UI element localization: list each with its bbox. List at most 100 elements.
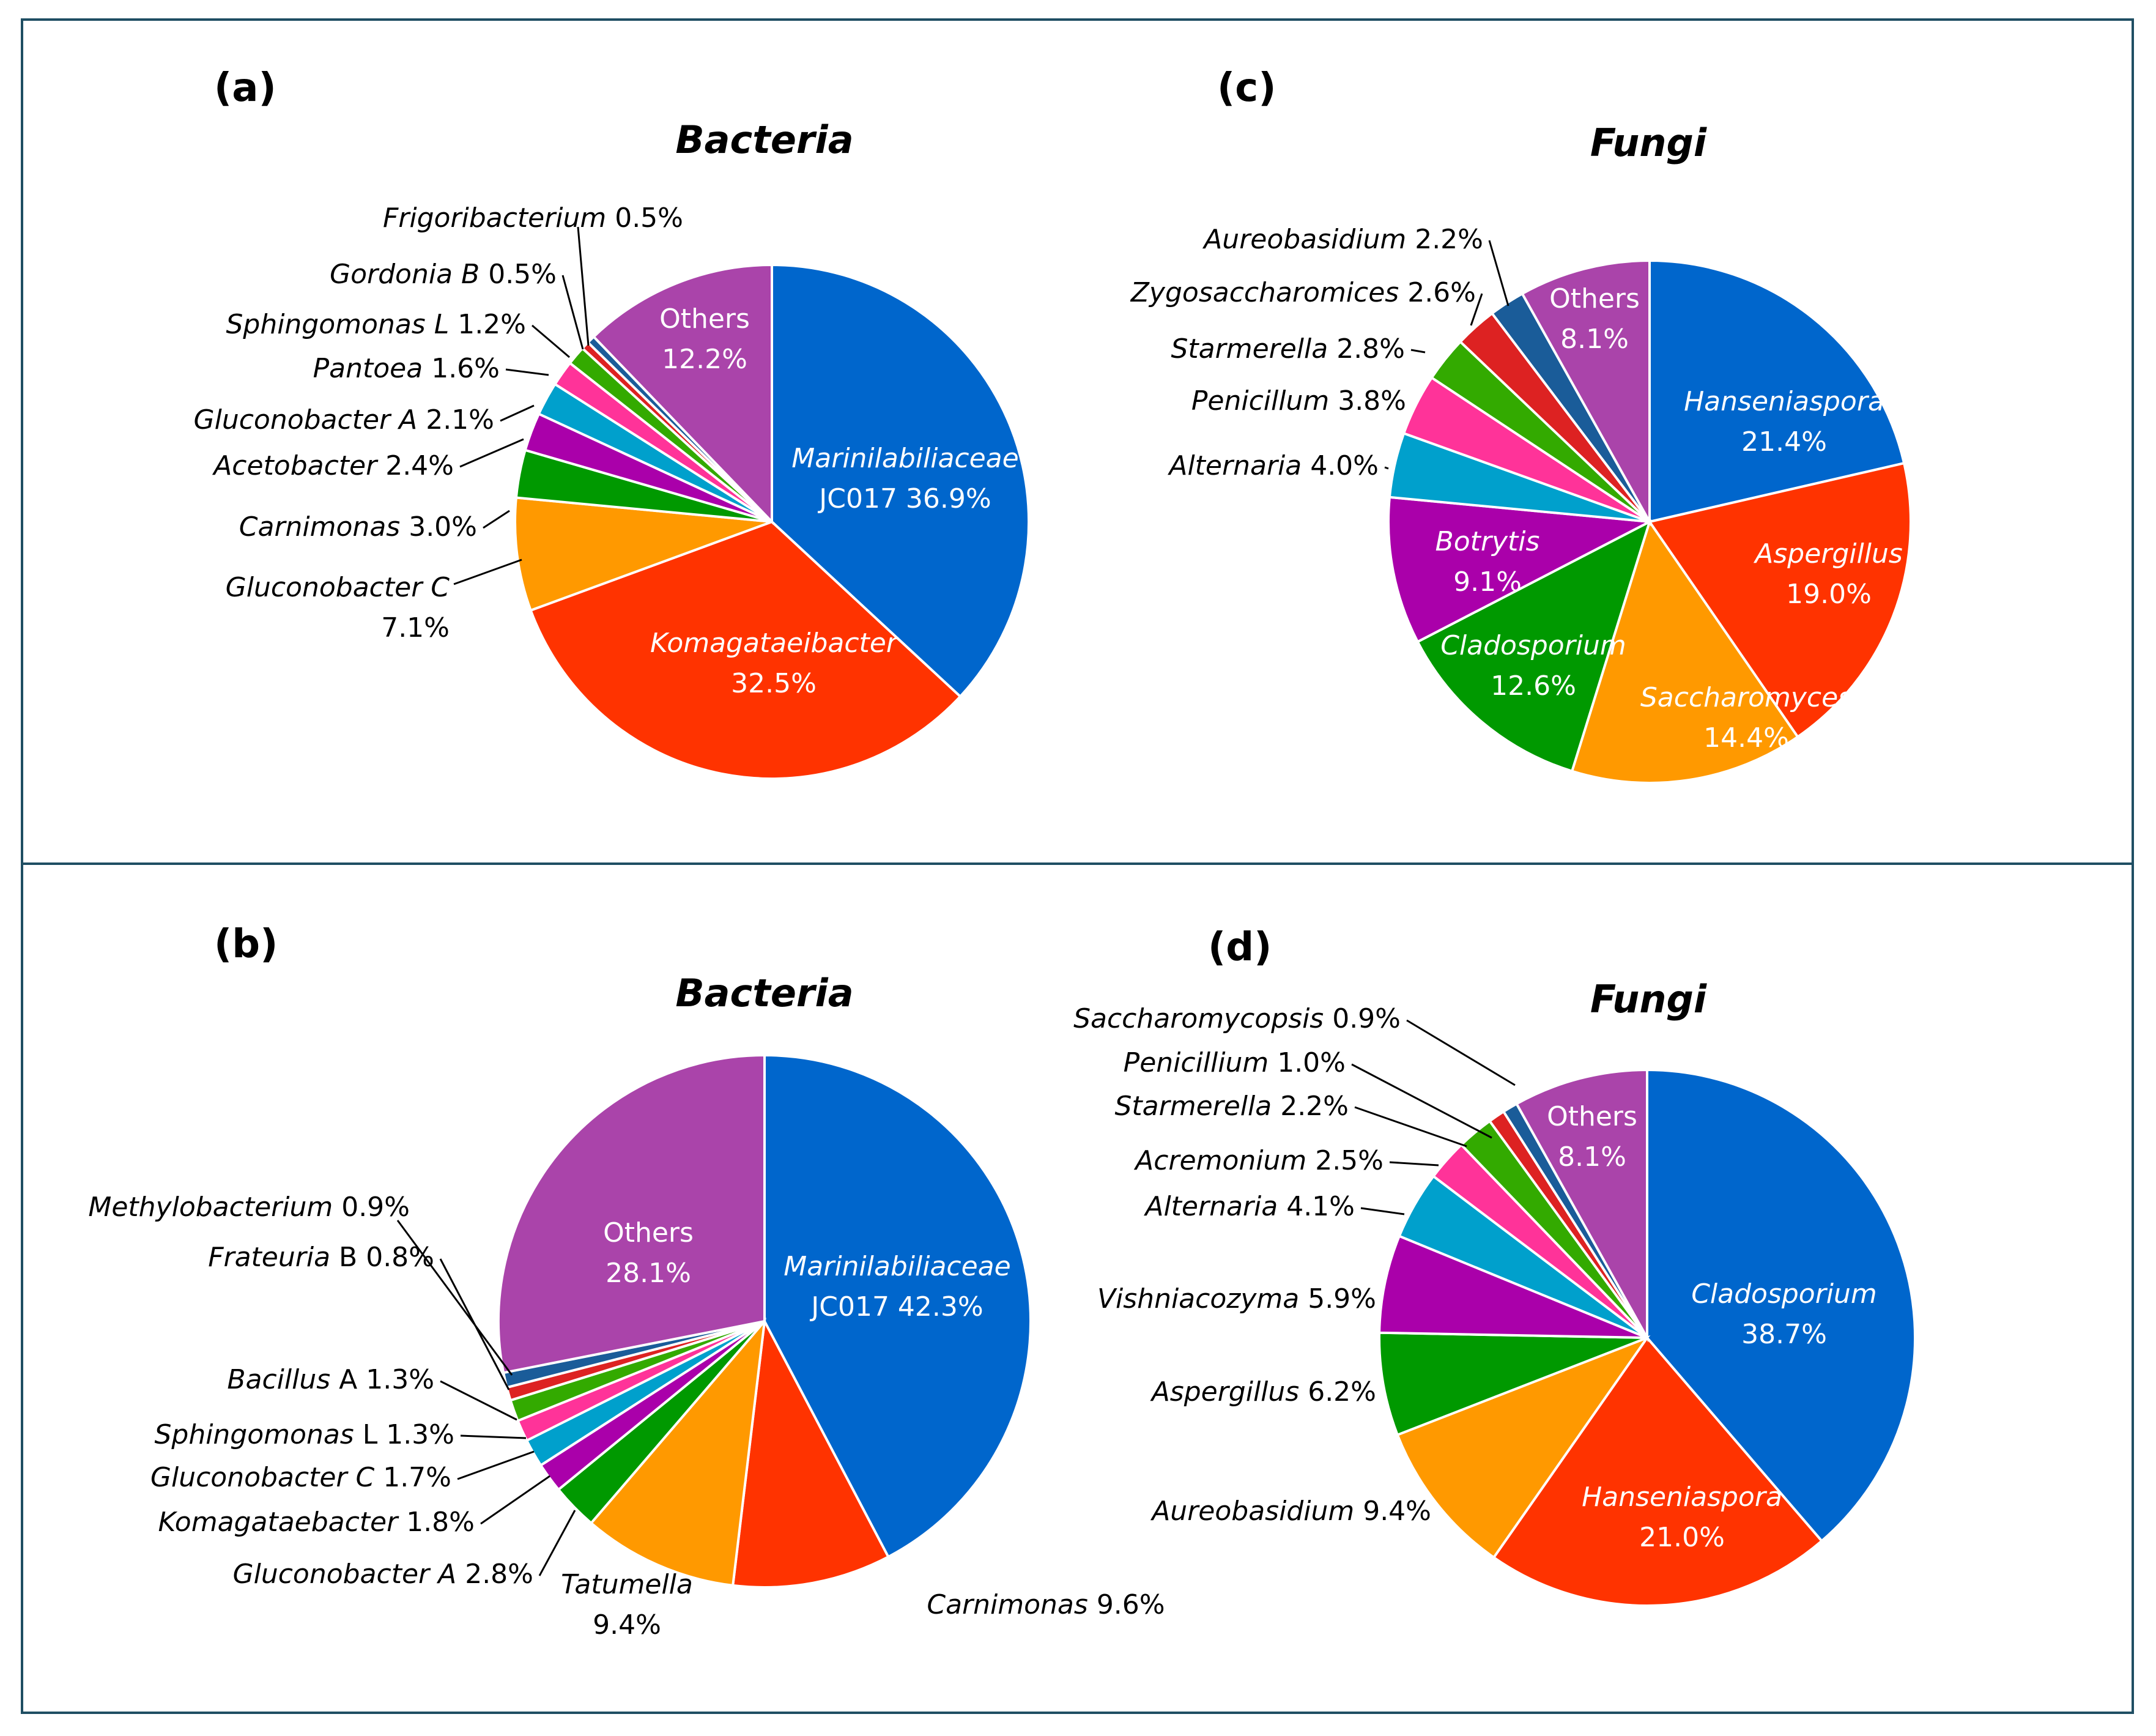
leader-line-d-saccharomycopsis [1406, 1019, 1516, 1086]
slice-c-botrytis [1387, 495, 1654, 644]
slice-label-a-pantoea: Pantoea 1.6% [313, 353, 500, 384]
slice-a-gluconobacter-c [514, 496, 772, 612]
panel-label-a: (a) [214, 65, 276, 111]
slice-d-vishniacozyma [1378, 1234, 1648, 1339]
slice-label-c-aureobasidium: Aureobasidium 2.2% [1202, 224, 1483, 255]
slice-label-b-gluconobacter-c: Gluconobacter C 1.7% [150, 1462, 451, 1493]
slice-label-d-saccharomycopsis: Saccharomycopsis 0.9% [1073, 1003, 1401, 1034]
slice-d-aspergillus [1378, 1331, 1648, 1437]
slice-label-c-zygosaccharomices: Zygosaccharomices 2.6% [1130, 277, 1476, 308]
leader-line-a-gluconobacter-a [500, 404, 535, 422]
slice-label-c-starmerella: Starmerella 2.8% [1171, 333, 1405, 365]
slice-label-a-acetobacter: Acetobacter 2.4% [212, 450, 454, 481]
slice-d-hanseniaspora [1492, 1335, 1824, 1607]
slice-label-b-carnimonas: Carnimonas 9.6% [927, 1589, 1165, 1620]
slice-label-b-bacillus-a: Bacillus A 1.3% [227, 1364, 434, 1395]
slice-a-others [591, 263, 773, 525]
leader-line-c-alternaria [1384, 466, 1389, 470]
slice-label-a-gordonia-b: Gordonia B 0.5% [330, 259, 557, 290]
chart-title-a: Bacteria [675, 117, 853, 162]
chart-title-d: Fungi [1590, 977, 1707, 1022]
slice-label-d-penicillium: Penicillium 1.0% [1124, 1047, 1346, 1078]
slice-label-c-penicillum: Penicillum 3.8% [1191, 385, 1406, 417]
leader-line-c-starmerella [1410, 349, 1426, 354]
slice-d-cladosporium [1646, 1068, 1917, 1543]
leader-line-a-acetobacter [459, 438, 524, 468]
leader-line-b-bacillus-a [440, 1380, 517, 1421]
slice-label-a-carnimonas: Carnimonas 3.0% [239, 511, 477, 543]
leader-line-a-pantoea [505, 368, 549, 376]
slice-b-others [497, 1053, 766, 1374]
slice-d-aureobasidium [1396, 1335, 1651, 1559]
leader-line-c-zygosaccharomices [1470, 293, 1483, 326]
slice-label-c-alternaria: Alternaria 4.0% [1167, 450, 1379, 481]
leader-line-c-aureobasidium [1488, 240, 1510, 306]
leader-line-b-sphingomonas-l [460, 1434, 527, 1439]
leader-line-a-carnimonas [483, 510, 510, 529]
slice-label-b-methylobacterium: Methylobacterium 0.9% [88, 1192, 410, 1223]
slice-label-d-vishniacozyma: Vishniacozyma 5.9% [1097, 1283, 1376, 1315]
slice-a-komagataeibacter [529, 520, 962, 781]
slice-c-hanseniaspora [1648, 259, 1906, 524]
leader-line-b-komagataebacter [480, 1475, 550, 1525]
slice-label-d-alternaria: Alternaria 4.1% [1143, 1191, 1355, 1222]
leader-line-a-gluconobacter-c [453, 558, 522, 585]
slice-label-d-starmerella: Starmerella 2.2% [1114, 1091, 1349, 1122]
leader-line-d-alternaria [1360, 1207, 1405, 1215]
slice-label-b-gluconobacter-a: Gluconobacter A 2.8% [233, 1559, 534, 1590]
slice-b-marinilabiliaceae-jc017 [763, 1053, 1032, 1559]
leader-line-d-acremonium [1389, 1161, 1439, 1167]
leader-line-b-gluconobacter-c [457, 1450, 535, 1480]
slice-b-carnimonas [731, 1317, 891, 1589]
slice-c-saccharomyces [1570, 519, 1799, 784]
leader-line-d-starmerella [1354, 1106, 1467, 1148]
slice-c-others [1521, 259, 1651, 527]
panel-label-b: (b) [214, 922, 278, 967]
leader-line-a-sphingomonas-l [532, 324, 570, 358]
leader-line-d-penicillium [1351, 1063, 1492, 1139]
slice-c-cladosporium [1416, 519, 1652, 773]
leader-line-a-frigoribacterium [577, 226, 590, 346]
slice-label-b-komagataebacter: Komagataebacter 1.8% [158, 1507, 475, 1538]
leader-line-b-methylobacterium [396, 1220, 513, 1376]
chart-title-c: Fungi [1590, 121, 1707, 165]
slice-label-d-acremonium: Acremonium 2.5% [1133, 1145, 1384, 1176]
slice-b-tatumella [589, 1317, 766, 1587]
slice-d-others [1514, 1068, 1648, 1343]
leader-line-b-gluconobacter-a [538, 1510, 576, 1576]
panel-label-d: (d) [1208, 925, 1272, 970]
slice-label-a-frigoribacterium: Frigoribacterium 0.5% [383, 202, 683, 234]
chart-title-b: Bacteria [675, 971, 853, 1015]
slice-c-aspergillus [1647, 461, 1912, 739]
leader-line-a-gordonia-b [561, 275, 584, 350]
panel-label-c: (c) [1217, 65, 1276, 111]
slice-label-a-sphingomonas-l: Sphingomonas L 1.2% [226, 309, 526, 340]
slice-label-b-sphingomonas-l: Sphingomonas L 1.3% [154, 1419, 454, 1450]
slice-label-a-gluconobacter-a: Gluconobacter A 2.1% [194, 404, 495, 436]
slice-label-d-aspergillus: Aspergillus 6.2% [1150, 1376, 1376, 1408]
slice-a-marinilabiliaceae-jc017 [771, 263, 1031, 699]
slice-label-d-aureobasidium: Aureobasidium 9.4% [1150, 1496, 1431, 1527]
slice-label-b-frateuria-b: Frateuria B 0.8% [208, 1242, 434, 1273]
